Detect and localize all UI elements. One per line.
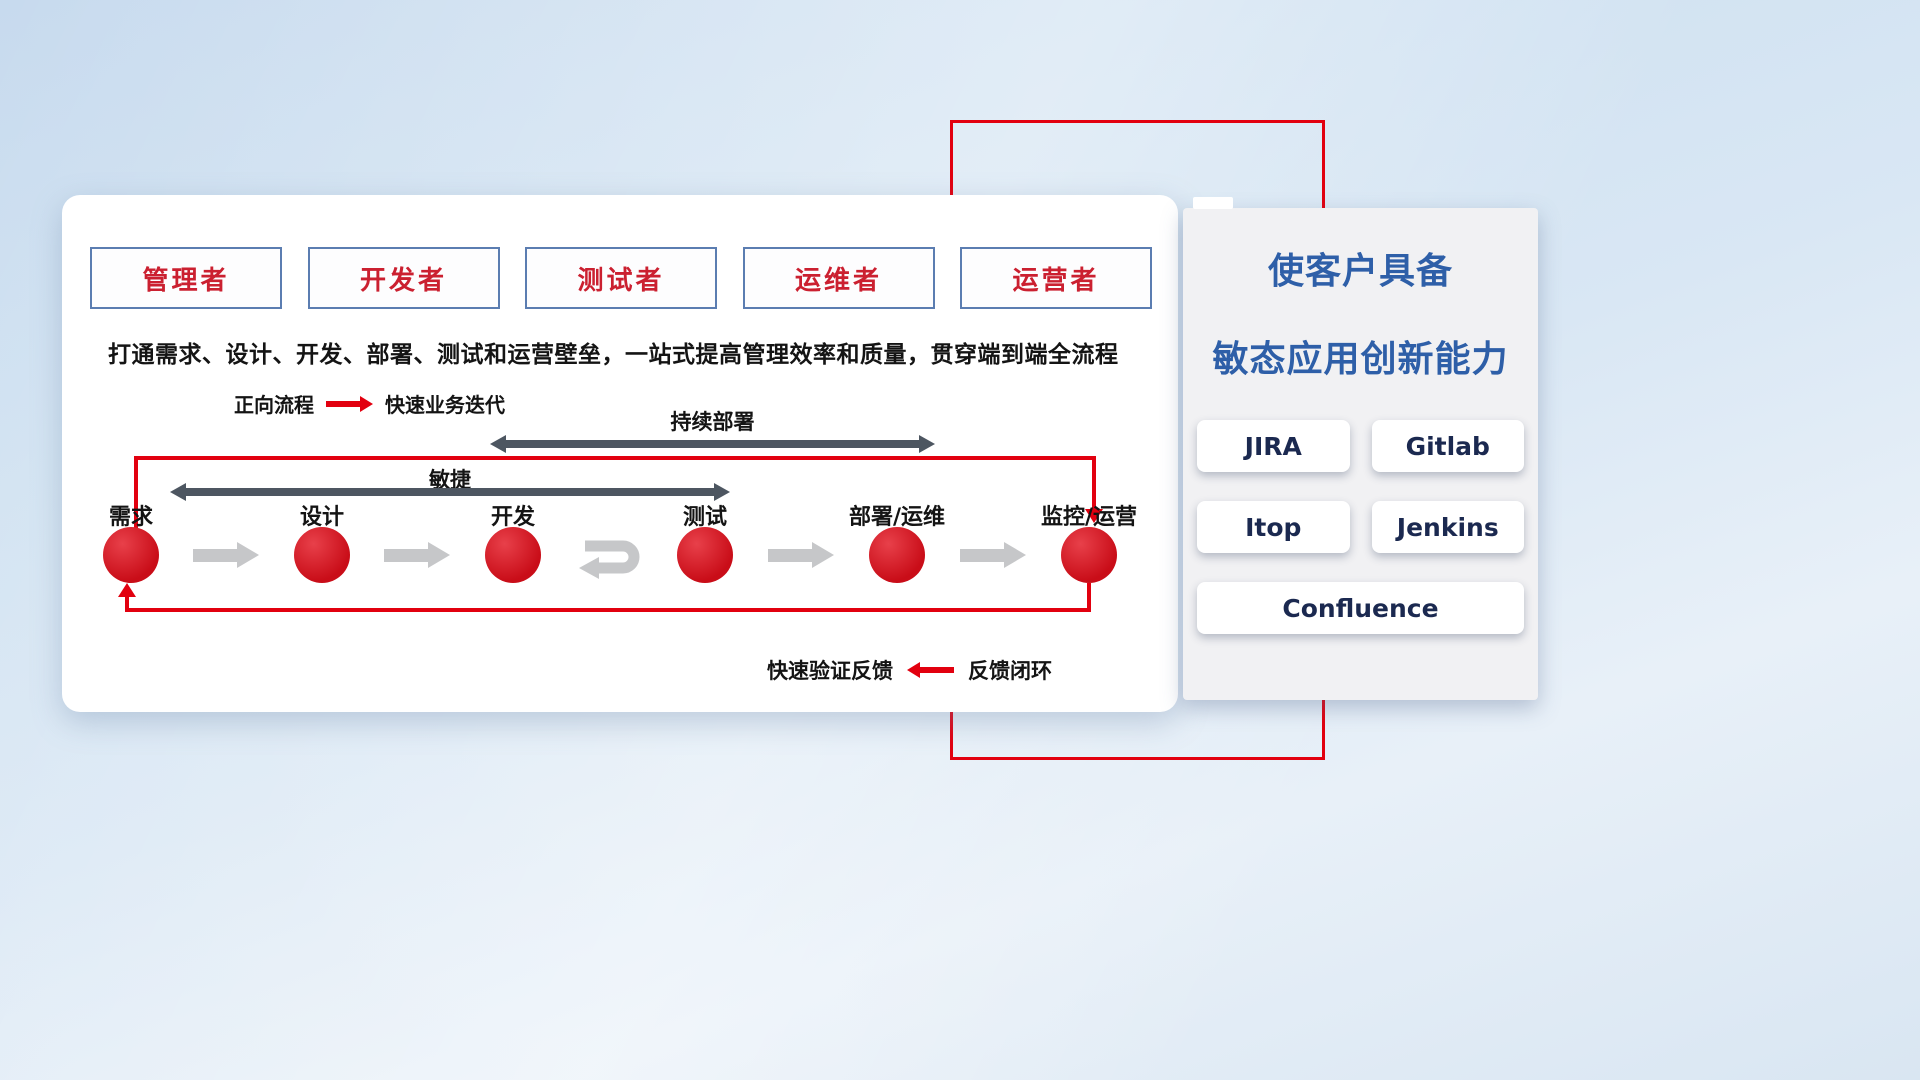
stage-node-monitor-operate	[1061, 527, 1117, 583]
tools-grid: JIRA Gitlab Itop Jenkins Confluence	[1197, 420, 1524, 634]
capability-title-line1: 使客户具备	[1267, 251, 1453, 292]
stage-label-design: 设计	[299, 505, 344, 530]
capability-panel: 使客户具备 敏态应用创新能力 JIRA Gitlab Itop Jenkins …	[1183, 197, 1538, 700]
tool-gitlab: Gitlab	[1371, 420, 1524, 472]
tool-jenkins: Jenkins	[1371, 501, 1524, 553]
forward-flow-label: 正向流程	[234, 393, 314, 417]
forward-arrow-icon	[326, 395, 373, 412]
stage-label-deploy-ops: 部署/运维	[848, 505, 946, 530]
stage-label-requirements: 需求	[108, 505, 153, 530]
feedback-arrow-icon	[907, 662, 954, 678]
tool-itop: Itop	[1197, 501, 1350, 553]
red-loop-top-right-segment	[1092, 456, 1096, 511]
role-box-developer: 开发者	[307, 247, 500, 309]
role-box-tester: 测试者	[525, 247, 717, 309]
stage-label-develop: 开发	[490, 505, 535, 530]
forward-flow-legend: 正向流程 快速业务迭代	[234, 389, 505, 418]
red-loop-bottom-left-segment	[125, 595, 129, 611]
feedback-loop-label: 反馈闭环	[968, 659, 1052, 683]
side-panel-tab	[1193, 197, 1233, 209]
flow-arrow-icon	[384, 542, 450, 568]
role-box-operator: 运营者	[960, 247, 1152, 309]
agile-arrow-icon	[170, 483, 730, 501]
flow-arrow-icon	[768, 542, 834, 568]
role-box-manager: 管理者	[90, 247, 282, 309]
continuous-deploy-arrow-icon	[490, 435, 935, 453]
stage-node-design	[294, 527, 350, 583]
forward-flow-desc: 快速业务迭代	[385, 393, 505, 417]
flow-arrow-icon	[960, 542, 1026, 568]
stage-label-test: 测试	[682, 505, 727, 530]
devops-flow-panel: 管理者 开发者 测试者 运维者 运营者 打通需求、设计、开发、部署、测试和运营壁…	[62, 195, 1178, 712]
flow-subtitle: 打通需求、设计、开发、部署、测试和运营壁垒，一站式提高管理效率和质量，贯穿端到端…	[108, 342, 1119, 368]
tool-confluence: Confluence	[1197, 582, 1524, 634]
feedback-fast-label: 快速验证反馈	[767, 659, 893, 683]
stage-label-monitor-operate: 监控/运营	[1040, 505, 1138, 530]
red-loop-bottom-line	[125, 608, 1089, 612]
feedback-legend: 快速验证反馈 反馈闭环	[767, 655, 1052, 685]
red-loop-top-line	[134, 456, 1096, 460]
flow-arrow-icon	[193, 542, 259, 568]
red-loop-top-left-segment	[134, 456, 138, 529]
red-loop-down-arrow-icon	[1085, 509, 1103, 523]
stage-node-requirements	[103, 527, 159, 583]
red-loop-up-arrow-icon	[118, 583, 136, 597]
continuous-deploy-label: 持续部署	[670, 410, 755, 434]
iterate-loop-icon	[571, 533, 647, 585]
role-box-ops: 运维者	[742, 247, 935, 309]
tool-jira: JIRA	[1197, 420, 1350, 472]
capability-title-line2: 敏态应用创新能力	[1212, 339, 1509, 380]
red-loop-bottom-right-segment	[1087, 583, 1091, 612]
stage-node-develop	[485, 527, 541, 583]
stage-node-test	[677, 527, 733, 583]
stage-node-deploy-ops	[869, 527, 925, 583]
roles-row: 管理者 开发者 测试者 运维者 运营者	[90, 247, 1152, 309]
